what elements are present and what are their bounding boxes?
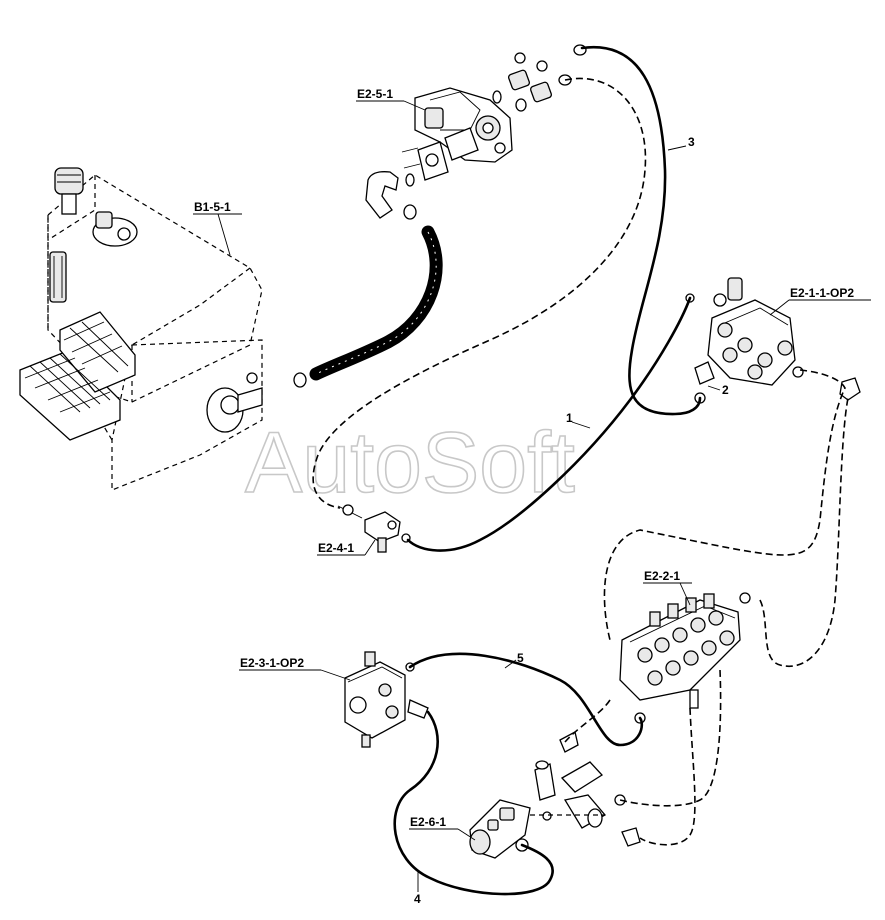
watermark: AutoSoft xyxy=(245,415,575,511)
hydraulic-pump xyxy=(293,44,587,388)
hose-label-4: 4 xyxy=(414,892,421,906)
hose-label-1: 1 xyxy=(566,411,573,425)
label-main-valve: E2-1-1-OP2 xyxy=(790,286,854,300)
hose-5 xyxy=(408,652,644,747)
priority-valve xyxy=(337,504,411,553)
return-lines xyxy=(312,77,849,846)
hose-1 xyxy=(406,296,692,552)
hose-number-labels: 1 2 3 4 5 xyxy=(414,135,729,906)
suction-hose xyxy=(309,225,443,381)
label-pump: E2-5-1 xyxy=(357,87,393,101)
main-control-valve xyxy=(685,277,861,404)
hose-label-2: 2 xyxy=(722,383,729,397)
hose-4 xyxy=(393,710,554,896)
label-aux-valve: E2-3-1-OP2 xyxy=(240,656,304,670)
hose-3 xyxy=(580,45,702,416)
hydraulic-filter xyxy=(469,731,641,859)
hose-label-3: 3 xyxy=(688,135,695,149)
multi-section-valve xyxy=(619,592,751,724)
assembly-labels: B1-5-1 E2-5-1 E2-1-1-OP2 E2-4-1 E2-2-1 E… xyxy=(193,87,871,841)
label-priority-valve: E2-4-1 xyxy=(318,541,354,555)
hydraulic-tank xyxy=(19,167,263,491)
label-filter: E2-6-1 xyxy=(410,815,446,829)
hose-label-5: 5 xyxy=(517,651,524,665)
auxiliary-valve xyxy=(344,651,429,748)
label-tank: B1-5-1 xyxy=(194,200,231,214)
label-multi-valve: E2-2-1 xyxy=(644,569,680,583)
